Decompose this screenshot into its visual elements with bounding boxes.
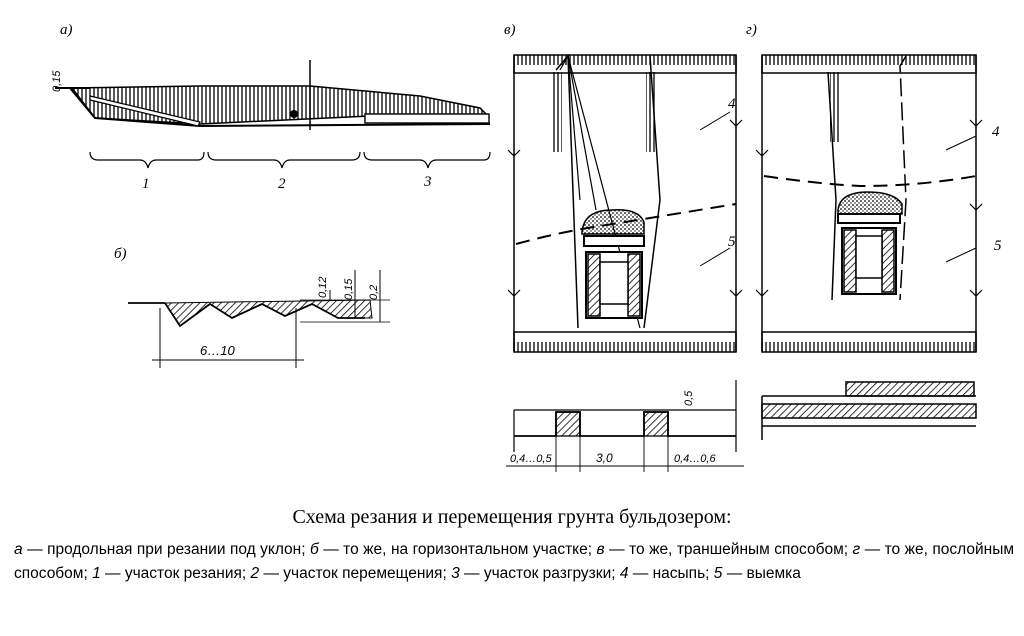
panel-v-dim-right: 0,4…0,6 bbox=[674, 453, 716, 465]
caption-item-1: 1 — участок резания; bbox=[92, 565, 247, 582]
panel-a-section-2: 2 bbox=[278, 176, 286, 192]
panel-g: г) 4 5 bbox=[746, 22, 1002, 440]
panel-a-brace-1 bbox=[89, 151, 205, 169]
panel-v-dim-center: 3,0 bbox=[596, 451, 613, 465]
bulldozer-scheme-figure: а) 0,15 1 2 3 б) 0,12 0,15 0,2 bbox=[51, 22, 1002, 472]
panel-v-dim-left: 0,4…0,5 bbox=[510, 453, 552, 465]
figure-caption-title: Схема резания и перемещения грунта бульд… bbox=[292, 506, 732, 528]
panel-b-span-dim: 6…10 bbox=[200, 343, 235, 358]
panel-v-depth-dim: 0,5 bbox=[683, 390, 695, 406]
panel-v-blade bbox=[583, 235, 645, 247]
panel-g-soil-pile bbox=[837, 191, 903, 215]
panel-a-slope-dim: 0,15 bbox=[51, 70, 63, 92]
panel-a-unloaded-layer bbox=[364, 113, 490, 124]
panel-b-dim-2: 0,15 bbox=[343, 278, 355, 300]
panel-b: б) 0,12 0,15 0,2 6…10 bbox=[114, 246, 390, 368]
caption-item-4: 4 — насыпь; bbox=[619, 565, 710, 582]
panel-v-zone-4: 4 bbox=[728, 96, 736, 112]
panel-a-cut-wedge bbox=[89, 95, 201, 127]
panel-b-dim-1: 0,12 bbox=[317, 277, 329, 298]
panel-a-brace-3 bbox=[363, 151, 491, 169]
panel-v-label: в) bbox=[504, 22, 516, 38]
caption-item-g: г — то же, послойным способом; bbox=[14, 541, 1014, 582]
panel-v-bulldozer bbox=[585, 251, 643, 319]
caption-item-b: б — то же, на горизонтальном участке; bbox=[310, 541, 593, 558]
panel-a-section-1: 1 bbox=[142, 176, 150, 192]
caption-item-a: а — продольная при резании под уклон; bbox=[14, 541, 306, 558]
panel-v: в) 4 5 bbox=[504, 22, 744, 472]
caption-item-v: в — то же, траншейным способом; bbox=[596, 541, 849, 558]
panel-b-dim-3: 0,2 bbox=[368, 285, 380, 300]
panel-g-cross-section bbox=[761, 381, 977, 440]
panel-v-fill-cut-boundary bbox=[515, 203, 737, 245]
panel-g-fill-cut-boundary bbox=[763, 175, 977, 188]
panel-g-blade bbox=[837, 213, 901, 224]
panel-a-ground-line bbox=[69, 87, 491, 128]
panel-b-cut-layers bbox=[164, 299, 373, 327]
panel-g-label: г) bbox=[746, 22, 757, 38]
panel-g-bulldozer bbox=[841, 227, 897, 295]
panel-v-soil-pile bbox=[581, 209, 645, 235]
panel-a-label: а) bbox=[60, 22, 73, 38]
panel-v-zone-5: 5 bbox=[728, 234, 736, 250]
panel-v-cross-section: 0,5 0,4…0,5 3,0 0,4…0,6 bbox=[506, 380, 744, 472]
panel-g-zone-4: 4 bbox=[992, 124, 1000, 140]
caption-item-2: 2 — участок перемещения; bbox=[250, 565, 447, 582]
panel-a-section-3: 3 bbox=[423, 174, 432, 190]
panel-a-brace-2 bbox=[207, 151, 361, 169]
caption-item-3: 3 — участок разгрузки; bbox=[451, 565, 616, 582]
figure-caption-legend: а — продольная при резании под уклон; б … bbox=[14, 538, 1014, 586]
caption-item-5: 5 — выемка bbox=[713, 565, 801, 582]
panel-g-layer-edge-right bbox=[899, 55, 907, 301]
panel-a: а) 0,15 1 2 3 bbox=[51, 22, 491, 192]
panel-b-label: б) bbox=[114, 246, 127, 262]
panel-g-zone-5: 5 bbox=[994, 238, 1002, 254]
